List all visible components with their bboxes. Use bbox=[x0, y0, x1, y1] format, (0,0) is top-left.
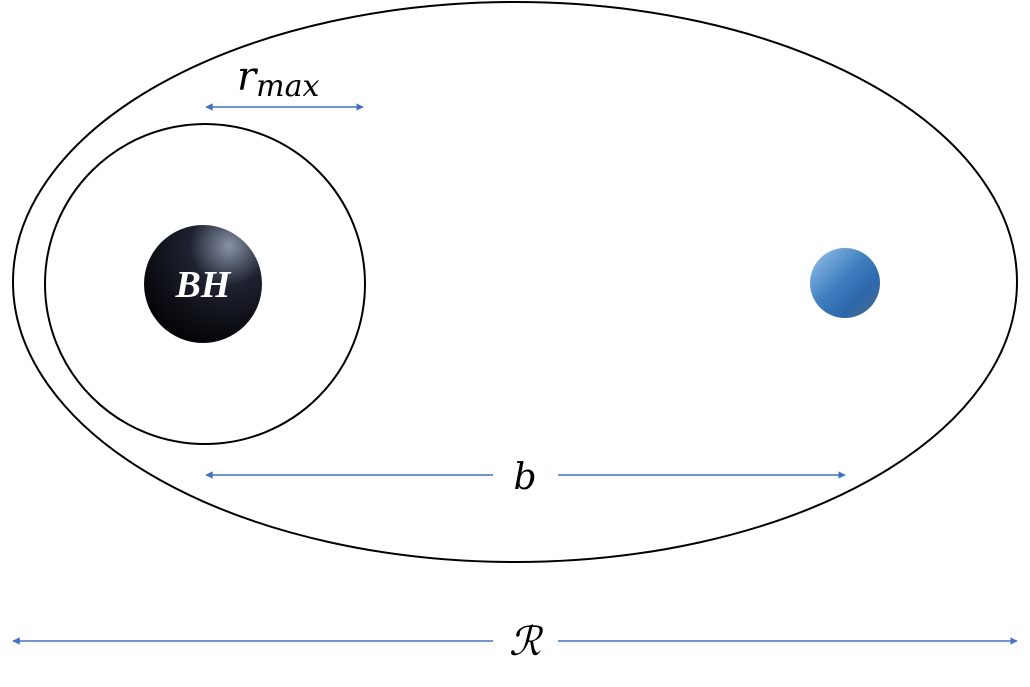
outer-scale-label: ℛ bbox=[509, 619, 544, 665]
black-hole bbox=[144, 225, 262, 343]
companion-star bbox=[810, 248, 880, 318]
black-hole-label: BH bbox=[175, 264, 232, 306]
outer-ellipse bbox=[12, 1, 1018, 563]
r-max-circle bbox=[44, 123, 366, 445]
separation-label: b bbox=[513, 457, 536, 498]
r-max-label: rmax bbox=[237, 54, 319, 104]
